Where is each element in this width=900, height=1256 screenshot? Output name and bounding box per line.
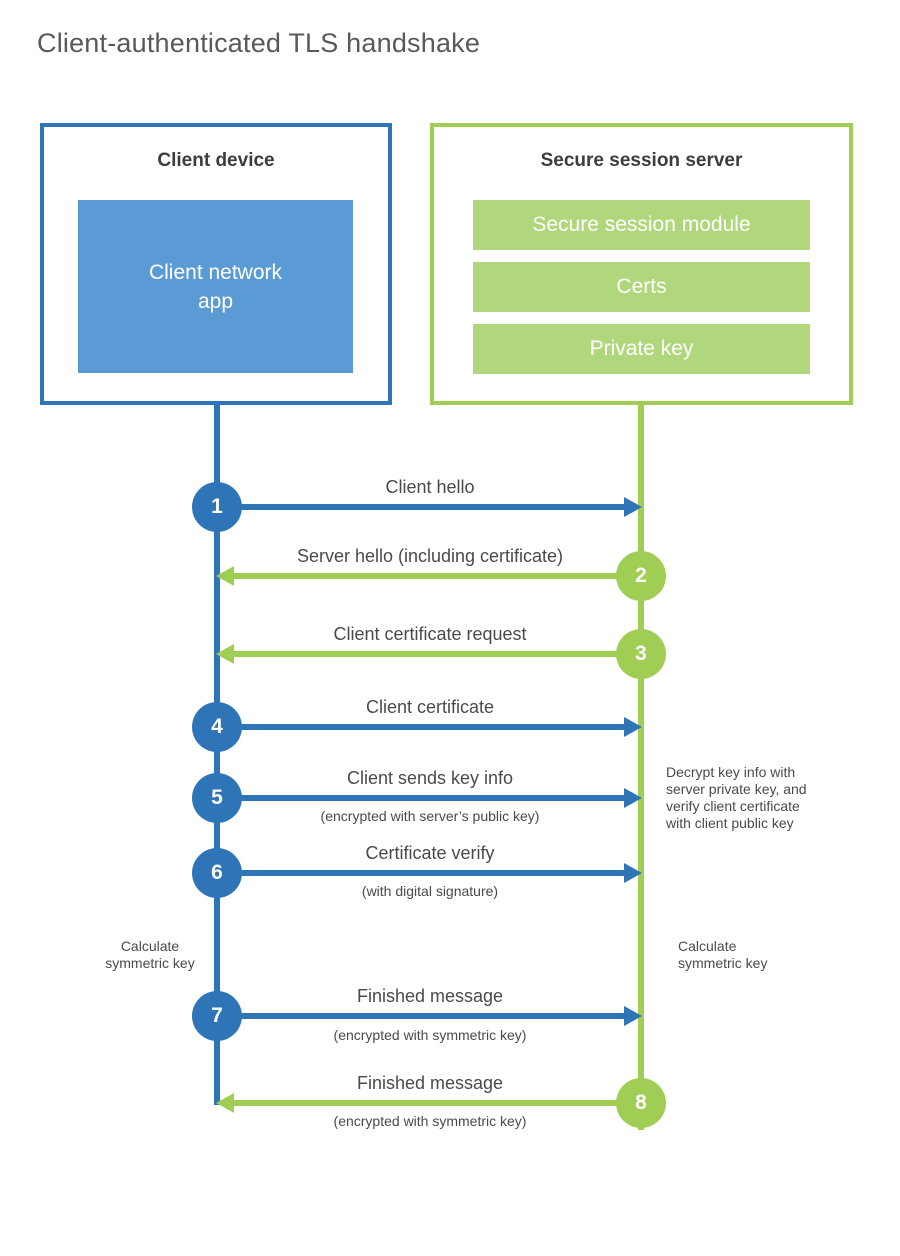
step-5-label: Client sends key info bbox=[346, 768, 514, 788]
calc-left-line2: symmetric key bbox=[105, 955, 195, 971]
step-5-arrowhead-icon bbox=[624, 788, 642, 808]
step-1-circle: 1 bbox=[192, 482, 242, 532]
step-2-arrow bbox=[234, 573, 638, 579]
calc-right-line1: Calculate bbox=[678, 938, 737, 954]
step-7-arrow bbox=[220, 1013, 624, 1019]
secure-session-server-box: Secure session server Secure session mod… bbox=[430, 123, 853, 405]
step-2-arrowhead-icon bbox=[216, 566, 234, 586]
client-network-app-box: Client network app bbox=[78, 200, 353, 373]
step-6-arrow bbox=[220, 870, 624, 876]
step-8-arrow bbox=[234, 1100, 638, 1106]
server-title: Secure session server bbox=[540, 150, 743, 171]
step-1-arrowhead-icon bbox=[624, 497, 642, 517]
calc-right-line2: symmetric key bbox=[678, 955, 768, 971]
server-lifeline bbox=[638, 405, 644, 1130]
server-module-private-key: Private key bbox=[473, 324, 810, 374]
step-4-circle: 4 bbox=[192, 702, 242, 752]
step-3-arrowhead-icon bbox=[216, 644, 234, 664]
step-7-circle: 7 bbox=[192, 991, 242, 1041]
step-8-circle: 8 bbox=[616, 1078, 666, 1128]
step-6-sublabel: (with digital signature) bbox=[361, 883, 499, 899]
client-lifeline bbox=[214, 405, 220, 1105]
step-8-sublabel: (encrypted with symmetric key) bbox=[333, 1113, 527, 1129]
client-app-label-line2: app bbox=[197, 289, 234, 313]
step-8-label: Finished message bbox=[356, 1073, 504, 1093]
page-title: Client-authenticated TLS handshake bbox=[37, 28, 481, 58]
decrypt-note-line4: with client public key bbox=[666, 815, 794, 831]
step-7-label: Finished message bbox=[356, 986, 504, 1006]
client-app-label-line1: Client network bbox=[148, 260, 283, 284]
server-module-secure-session: Secure session module bbox=[473, 200, 810, 250]
decrypt-note-line3: verify client certificate bbox=[666, 798, 800, 814]
step-6-label: Certificate verify bbox=[365, 843, 495, 863]
step-8-arrowhead-icon bbox=[216, 1093, 234, 1113]
decrypt-note-line2: server private key, and bbox=[666, 781, 807, 797]
step-7-sublabel: (encrypted with symmetric key) bbox=[333, 1027, 527, 1043]
calc-left-line1: Calculate bbox=[120, 938, 180, 954]
step-5-sublabel: (encrypted with server’s public key) bbox=[320, 808, 540, 824]
decrypt-key-note: Decrypt key info with server private key… bbox=[666, 764, 807, 832]
step-3-circle: 3 bbox=[616, 629, 666, 679]
step-4-label: Client certificate bbox=[365, 697, 495, 717]
decrypt-note-line1: Decrypt key info with bbox=[666, 764, 796, 780]
server-module-certs: Certs bbox=[473, 262, 810, 312]
step-5-arrow bbox=[220, 795, 624, 801]
step-1-label: Client hello bbox=[385, 477, 475, 497]
step-6-arrowhead-icon bbox=[624, 863, 642, 883]
client-device-box: Client device Client network app bbox=[40, 123, 392, 405]
step-4-arrow bbox=[220, 724, 624, 730]
step-5-circle: 5 bbox=[192, 773, 242, 823]
step-4-arrowhead-icon bbox=[624, 717, 642, 737]
client-device-title: Client device bbox=[157, 150, 275, 171]
step-3-label: Client certificate request bbox=[333, 624, 527, 644]
step-2-label: Server hello (including certificate) bbox=[296, 546, 564, 566]
calculate-symmetric-key-note-client: Calculate symmetric key bbox=[75, 938, 225, 972]
step-6-circle: 6 bbox=[192, 848, 242, 898]
step-7-arrowhead-icon bbox=[624, 1006, 642, 1026]
step-3-arrow bbox=[234, 651, 638, 657]
step-2-circle: 2 bbox=[616, 551, 666, 601]
step-1-arrow bbox=[220, 504, 624, 510]
calculate-symmetric-key-note-server: Calculate symmetric key bbox=[678, 938, 767, 972]
